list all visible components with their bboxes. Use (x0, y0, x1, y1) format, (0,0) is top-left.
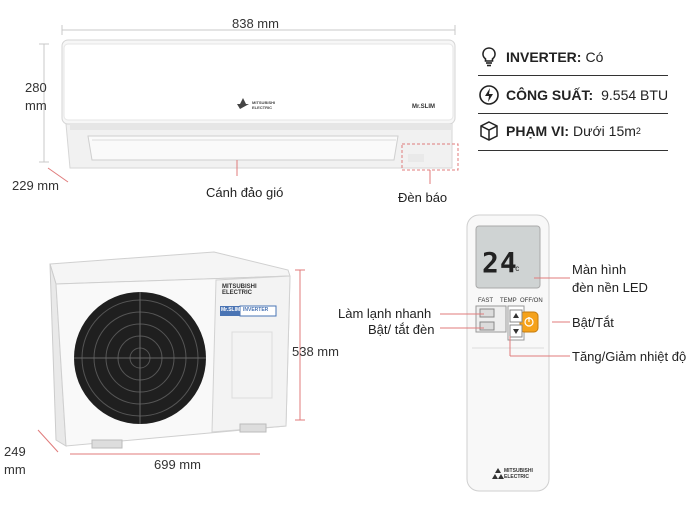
indoor-height-label-unit: mm (25, 98, 47, 113)
vane-label: Cánh đảo gió (206, 185, 284, 200)
remote-display-unit: °c (512, 264, 520, 273)
indicator-label: Đèn báo (398, 190, 448, 205)
spec-inverter-value: Có (585, 49, 604, 65)
outdoor-unit-section: 538 mm 699 mm 249 mm MITSUBISHI ELECTRIC (0, 240, 360, 522)
remote-display-temp: 24 (482, 246, 518, 279)
outdoor-height-label: 538 mm (292, 344, 339, 359)
lightning-icon (478, 84, 500, 106)
indoor-brand-logo: MITSUBISHI ELECTRIC (252, 100, 276, 110)
outdoor-badge-right-text: INVERTER (243, 307, 269, 313)
callout-light-toggle: Bật/ tắt đèn (368, 322, 435, 337)
spec-range-key: PHẠM VI: (506, 123, 569, 139)
outdoor-width-label: 699 mm (154, 457, 201, 472)
outdoor-badge-left-text: Mr.SLIM (221, 307, 241, 313)
remote-control: 24 °c FAST TEMP OFF/ON MITSUBISHI ELECTR… (466, 214, 550, 492)
spec-capacity-value: 9.554 BTU (601, 87, 669, 103)
spec-divider (478, 113, 668, 114)
callout-led-screen-1: Màn hình (572, 262, 627, 277)
spec-inverter: INVERTER: Có (478, 38, 670, 76)
spec-divider (478, 75, 668, 76)
indoor-unit-drawing (39, 25, 459, 184)
remote-brand: MITSUBISHI ELECTRIC (504, 468, 533, 480)
fast-label: FAST (478, 298, 494, 304)
cube-icon (478, 120, 500, 142)
spec-capacity-key: CÔNG SUẤT: (506, 87, 594, 103)
temp-label: TEMP (500, 298, 517, 304)
outdoor-brand-logo: MITSUBISHI ELECTRIC (222, 284, 257, 296)
remote-body (466, 214, 550, 492)
indoor-model-badge: Mr.SLIM (412, 104, 436, 110)
onoff-label: OFF/ON (520, 298, 543, 304)
indoor-unit-section: 838 mm 280 mm 229 mm MITSUBISHI ELECTRIC… (0, 0, 470, 210)
indoor-height-label-num: 280 (25, 80, 47, 95)
outdoor-depth-label-unit: mm (4, 462, 26, 477)
remote-callout-lines (440, 277, 570, 357)
spec-inverter-key: INVERTER: (506, 49, 582, 65)
spec-range-value: Dưới 15m (573, 123, 636, 139)
lightbulb-icon (478, 46, 500, 68)
callout-power: Bật/Tắt (572, 315, 614, 330)
outdoor-unit-drawing (37, 251, 305, 455)
callout-fast-cool: Làm lạnh nhanh (338, 306, 432, 321)
callout-led-screen-2: đèn nền LED (572, 280, 648, 295)
indoor-width-label: 838 mm (232, 16, 279, 31)
spec-divider (478, 150, 668, 151)
spec-capacity: CÔNG SUẤT: 9.554 BTU (478, 76, 670, 114)
spec-range-sup: 2 (635, 126, 641, 136)
outdoor-depth-label-num: 249 (4, 444, 26, 459)
callout-temp-adjust: Tăng/Giảm nhiệt độ (572, 349, 687, 364)
indoor-depth-label: 229 mm (12, 178, 59, 193)
